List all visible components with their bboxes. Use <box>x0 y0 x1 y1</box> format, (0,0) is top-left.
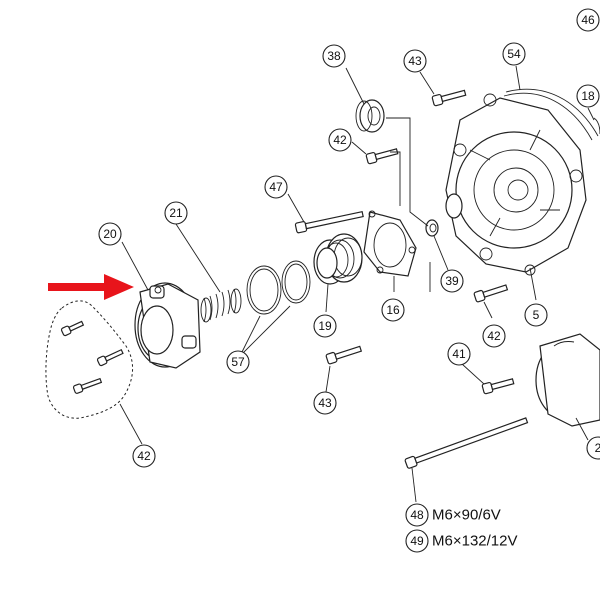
part-47-bolt <box>294 210 364 234</box>
part-48-long-bolt <box>404 417 529 469</box>
part-42-screw-right <box>473 284 509 303</box>
part-18-seal <box>593 117 600 135</box>
svg-text:38: 38 <box>327 49 341 63</box>
svg-text:42: 42 <box>487 329 501 343</box>
callout-46: 46 <box>576 8 600 32</box>
callout-43-bottom: 43 <box>313 391 337 415</box>
red-pointer-arrow <box>48 274 134 300</box>
part-38-bearing <box>355 99 385 133</box>
callout-16: 16 <box>381 298 405 322</box>
callout-43-top: 43 <box>403 49 427 73</box>
o-rings-57 <box>246 260 311 315</box>
part-2-cover <box>535 333 600 427</box>
callout-48: 48 <box>405 503 429 527</box>
callout-5: 5 <box>524 303 548 327</box>
callout-19: 19 <box>313 314 337 338</box>
svg-text:57: 57 <box>231 355 245 369</box>
svg-text:46: 46 <box>581 13 595 27</box>
spec-48-text: M6×90/6V <box>432 507 501 524</box>
callout-41: 41 <box>447 342 471 366</box>
screw-group-dashed-outline <box>45 300 133 419</box>
svg-text:18: 18 <box>581 89 595 103</box>
callout-47: 47 <box>264 175 288 199</box>
part-5-main-housing <box>445 93 587 276</box>
svg-text:39: 39 <box>445 274 459 288</box>
svg-text:5: 5 <box>533 308 540 322</box>
svg-text:54: 54 <box>507 47 521 61</box>
svg-text:20: 20 <box>103 227 117 241</box>
svg-text:42: 42 <box>137 449 151 463</box>
part-21-spring <box>200 288 242 323</box>
callout-39: 39 <box>440 269 464 293</box>
part-42-screw-top <box>365 148 399 165</box>
callouts: 46 38 43 54 18 42 47 21 20 16 39 5 42 19… <box>98 8 600 553</box>
callout-20: 20 <box>98 222 122 246</box>
callout-42-group: 42 <box>132 444 156 468</box>
svg-text:16: 16 <box>386 303 400 317</box>
part-43-bolt-top <box>431 89 467 107</box>
svg-text:48: 48 <box>410 508 424 522</box>
svg-text:41: 41 <box>452 347 466 361</box>
part-43-bolt-bottom <box>325 345 363 365</box>
part-16-gasket <box>363 210 417 277</box>
callout-38: 38 <box>322 44 346 68</box>
group-screws <box>60 320 124 394</box>
svg-text:43: 43 <box>408 54 422 68</box>
part-39-seal <box>425 219 439 237</box>
spec-49-text: M6×132/12V <box>432 533 517 550</box>
callout-2: 2 <box>586 436 600 460</box>
part-20-housing <box>134 282 201 369</box>
callout-42-right: 42 <box>482 324 506 348</box>
part-54-o-ring <box>503 88 599 141</box>
callout-49: 49 <box>405 529 429 553</box>
svg-text:21: 21 <box>169 206 183 220</box>
part-41-screw <box>481 378 515 395</box>
callout-18: 18 <box>576 84 600 108</box>
callout-21: 21 <box>164 201 188 225</box>
svg-text:49: 49 <box>410 534 424 548</box>
callout-57: 57 <box>226 350 250 374</box>
svg-text:19: 19 <box>318 319 332 333</box>
svg-text:43: 43 <box>318 396 332 410</box>
callout-54: 54 <box>502 42 526 66</box>
svg-text:2: 2 <box>595 441 600 455</box>
part-19-sleeve <box>313 233 363 285</box>
svg-text:42: 42 <box>333 133 347 147</box>
callout-42-top: 42 <box>328 128 352 152</box>
svg-text:47: 47 <box>269 180 283 194</box>
